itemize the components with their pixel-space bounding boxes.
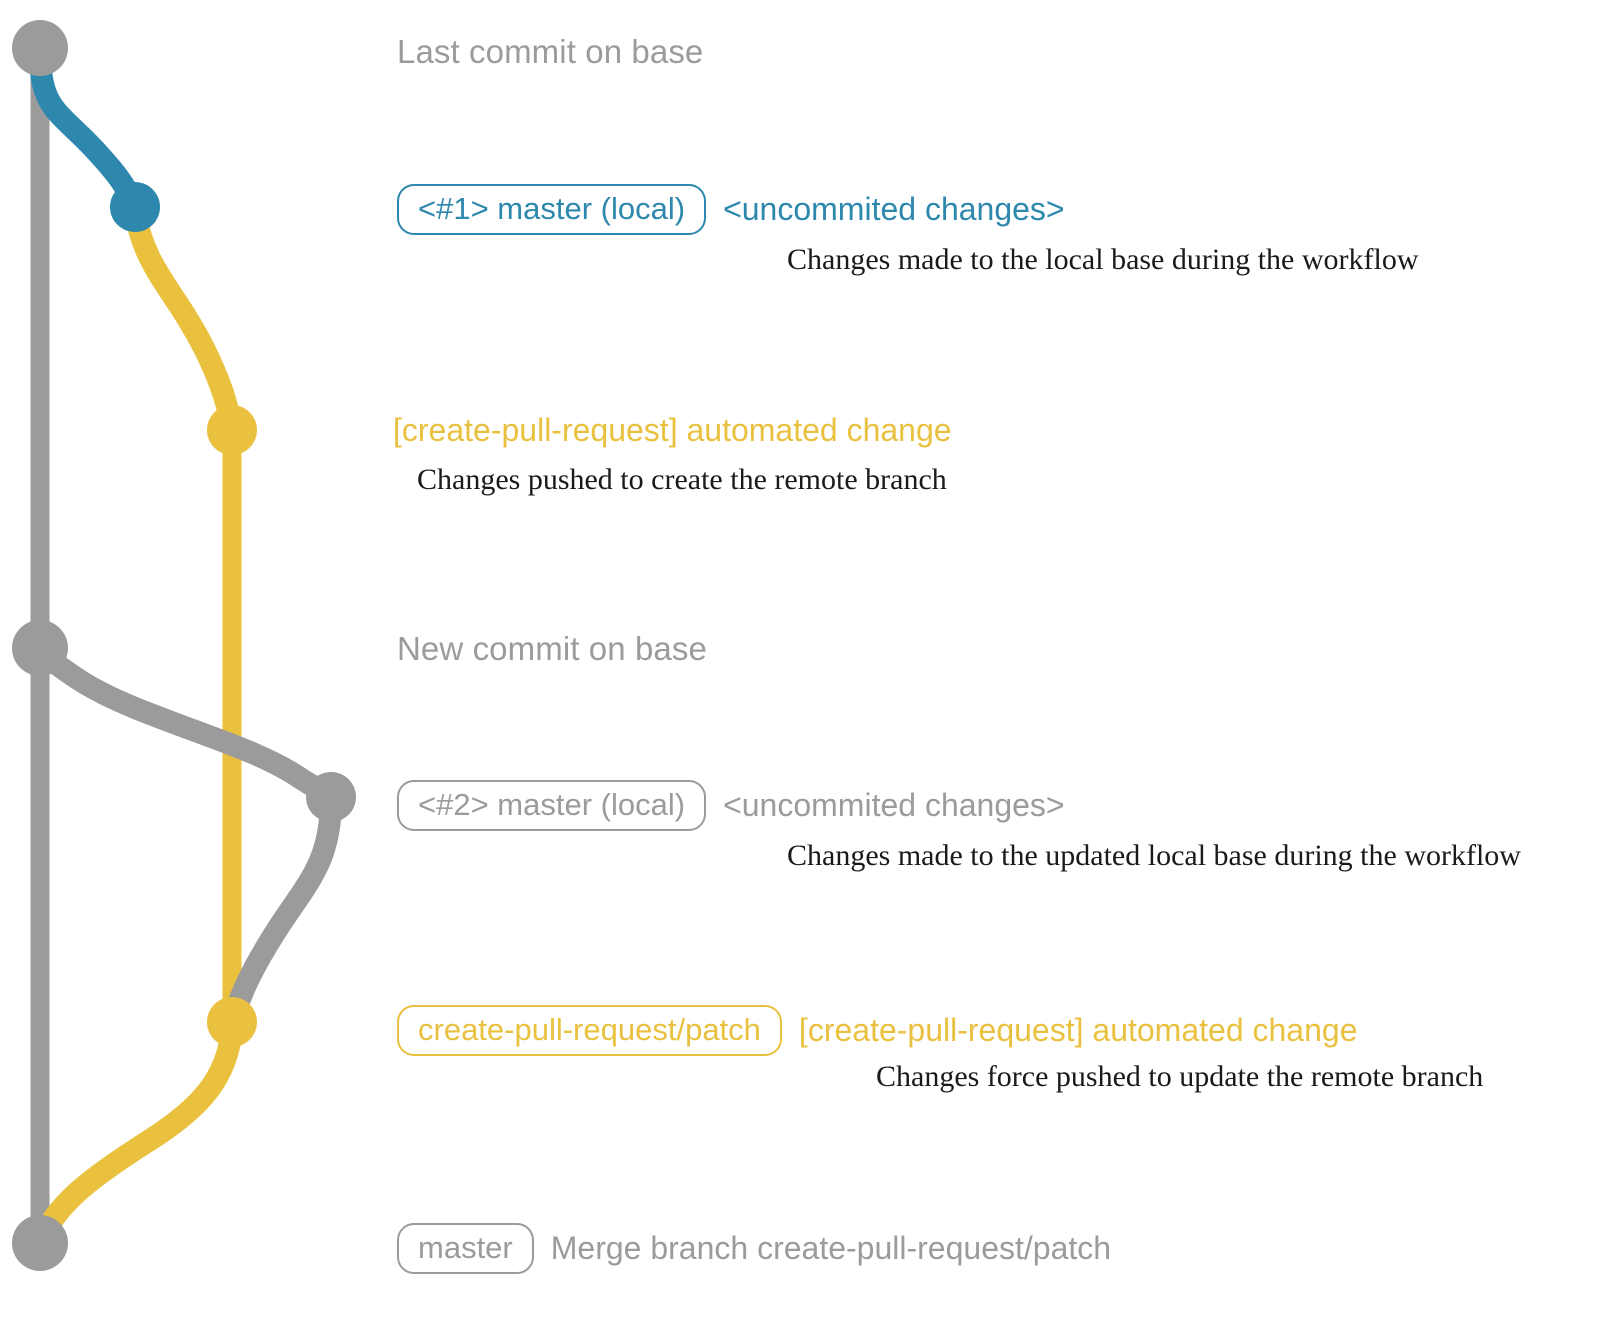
commit-node-automated-change-2[interactable] (207, 997, 257, 1047)
commit-message-uncommited-changes-1: <uncommited changes> (723, 191, 1065, 227)
label-new-commit-on-base: New commit on base (397, 630, 707, 667)
annotation-row-automated-change-1: [create-pull-request] automated change (393, 412, 952, 449)
branch-pill-master-local-1[interactable]: <#1> master (local) (397, 184, 707, 235)
commit-node-merge-master[interactable] (12, 1215, 68, 1271)
commit-message-automated-change-1: [create-pull-request] automated change (393, 412, 952, 448)
annotation-row-master-local-2: <#2> master (local) <uncommited changes> (397, 780, 1065, 831)
description-force-pushed-remote-branch: Changes force pushed to update the remot… (876, 1060, 1484, 1093)
commit-message-merge-branch: Merge branch create-pull-request/patch (550, 1230, 1112, 1266)
commit-message-uncommited-changes-2: <uncommited changes> (723, 787, 1065, 823)
annotation-row-automated-change-2: create-pull-request/patch [create-pull-r… (397, 1005, 1357, 1056)
commit-node-last-commit-on-base[interactable] (12, 20, 68, 76)
annotation-row-master-local-1: <#1> master (local) <uncommited changes> (397, 184, 1065, 235)
commit-node-master-local-2[interactable] (306, 772, 356, 822)
gray-branch-line-return (221, 791, 342, 1033)
yellow-branch-line-lower (29, 1016, 243, 1254)
commit-node-automated-change-1[interactable] (207, 405, 257, 455)
commit-node-master-local-1[interactable] (110, 182, 160, 232)
gray-branch-line-right (29, 641, 342, 808)
yellow-branch-line-upper (124, 201, 243, 441)
branch-pill-master[interactable]: master (397, 1223, 534, 1274)
description-local-base-changes: Changes made to the local base during th… (787, 243, 1419, 276)
git-graph (12, 20, 356, 1271)
label-last-commit-on-base: Last commit on base (397, 33, 704, 70)
commit-node-new-commit-on-base[interactable] (12, 620, 68, 676)
description-updated-local-base-changes: Changes made to the updated local base d… (787, 839, 1521, 872)
description-pushed-remote-branch: Changes pushed to create the remote bran… (417, 463, 947, 496)
commit-message-automated-change-2: [create-pull-request] automated change (798, 1012, 1358, 1048)
branch-pill-master-local-2[interactable]: <#2> master (local) (397, 780, 707, 831)
branch-pill-create-pull-request-patch[interactable]: create-pull-request/patch (397, 1005, 782, 1056)
annotation-row-merge-master: master Merge branch create-pull-request/… (397, 1223, 1111, 1274)
blue-branch-line (29, 41, 146, 218)
